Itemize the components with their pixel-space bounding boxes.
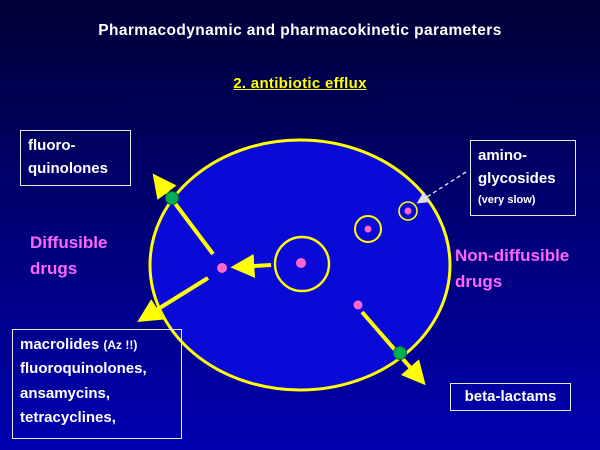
label-non-diffusible-line1: Non-diffusible: [455, 246, 570, 265]
drug-dot-center: [296, 258, 306, 268]
drug-dot-cytoplasm: [217, 263, 227, 273]
arrow-slow-diffusion: [416, 171, 467, 204]
efflux-pump-upper-left: [165, 191, 179, 205]
label-non-diffusible-line2: drugs: [455, 271, 503, 291]
label-beta-lactams: beta-lactams: [450, 383, 571, 411]
label-macrolides-line1: macrolides (Az !!): [20, 333, 174, 357]
label-diffusible-drugs: Diffusible drugs: [30, 230, 107, 281]
label-aminoglycosides-line2: glycosides: [478, 170, 556, 188]
label-aminoglycosides-line1: amino-: [478, 147, 528, 164]
label-fluoroquinolones: fluoro- quinolones: [20, 130, 131, 186]
label-fluoroquinolones-line2: quinolones: [28, 160, 108, 178]
drug-dot-vesicle-2: [404, 207, 412, 215]
label-macrolides-line3: ansamycins,: [20, 384, 111, 402]
label-beta-lactams-text: beta-lactams: [464, 388, 557, 405]
label-macrolides-line4: tetracyclines,: [20, 408, 116, 426]
label-aminoglycosides-note: (very slow): [478, 193, 536, 206]
arrow-efflux-lower-left: [137, 276, 210, 322]
label-fluoroquinolones-line1: fluoro-: [28, 137, 76, 154]
arrow-vesicle-to-cytoplasm: [230, 253, 272, 278]
efflux-pump-lower-right: [393, 346, 407, 360]
vesicle-small-1: [354, 215, 382, 243]
label-macrolides-group: macrolides (Az !!) fluoroquinolones, ans…: [12, 329, 182, 439]
label-macrolides-line2: fluoroquinolones,: [20, 360, 147, 378]
vesicle-small-2: [398, 201, 418, 221]
label-non-diffusible-drugs: Non-diffusible drugs: [455, 243, 569, 294]
arrow-efflux-lower-right: [360, 310, 426, 386]
slide-subtitle: 2. antibiotic efflux: [233, 75, 367, 92]
label-diffusible-line1: Diffusible: [30, 233, 108, 252]
vesicle-large: [273, 235, 331, 293]
label-macrolides-az-note: (Az !!): [103, 338, 138, 352]
label-macrolides-main: macrolides: [20, 336, 100, 353]
label-diffusible-line2: drugs: [30, 258, 78, 278]
arrow-efflux-upper-left: [152, 173, 215, 256]
label-aminoglycosides: amino- glycosides (very slow): [470, 140, 576, 216]
slide-title: Pharmacodynamic and pharmacokinetic para…: [98, 22, 502, 39]
drug-dot-lower: [353, 300, 363, 310]
drug-dot-vesicle-1: [364, 225, 372, 233]
